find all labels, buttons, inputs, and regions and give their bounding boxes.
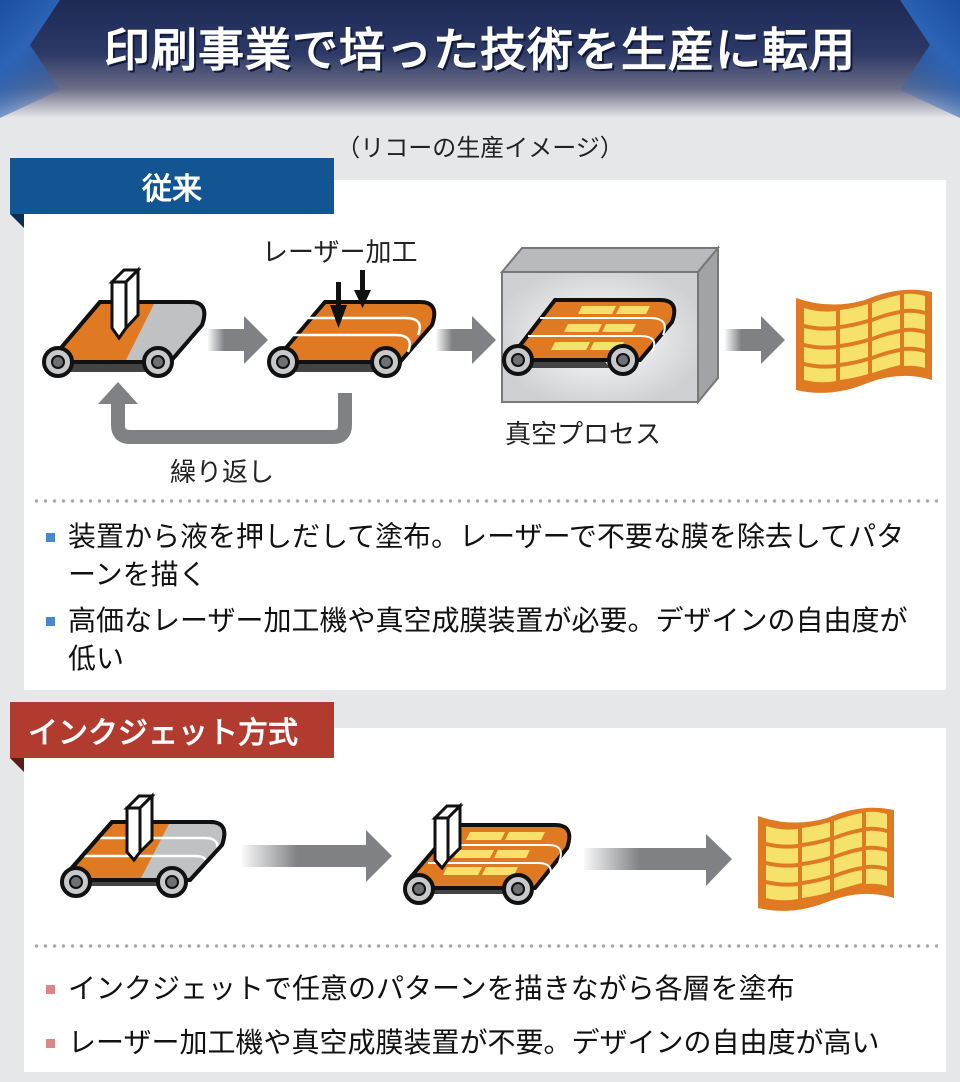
bullet-square-icon <box>46 617 55 626</box>
dotted-divider <box>32 499 938 503</box>
header-banner: 印刷事業で培った技術を生産に転用 <box>0 0 960 118</box>
arrow-icon <box>725 316 785 364</box>
page-title: 印刷事業で培った技術を生産に転用 <box>104 23 856 77</box>
arrow-icon <box>436 316 496 364</box>
conveyor-inkjet-patterned <box>403 802 572 905</box>
arrow-icon <box>208 316 268 364</box>
laser-arrow-icon <box>330 270 371 328</box>
vacuum-label: 真空プロセス <box>505 420 662 450</box>
arrow-icon <box>584 834 732 886</box>
bullet-item: 装置から液を押しだして塗布。レーザーで不要な膜を除去してパターンを描く <box>44 518 924 594</box>
bullet-item: 高価なレーザー加工機や真空成膜装置が必要。デザインの自由度が低い <box>44 602 924 678</box>
inkjet-head-icon <box>123 792 156 863</box>
dotted-divider <box>32 944 938 948</box>
coating-head-icon <box>108 266 142 341</box>
conventional-bullets: 装置から液を押しだして塗布。レーザーで不要な膜を除去してパターンを描く 高価なレ… <box>44 518 924 686</box>
bullet-item: インクジェットで任意のパターンを描きながら各層を塗布 <box>44 970 924 1008</box>
product-sheet-icon <box>796 289 932 393</box>
subtitle: （リコーの生産イメージ） <box>336 134 624 162</box>
vacuum-chamber <box>499 245 721 405</box>
arrow-icon <box>242 830 392 882</box>
section-label: 従来 <box>142 172 202 207</box>
laser-label: レーザー加工 <box>262 238 418 268</box>
section-label: インクジェット方式 <box>28 716 298 751</box>
repeat-arrow-icon <box>98 382 352 444</box>
inkjet-bullets: インクジェットで任意のパターンを描きながら各層を塗布 レーザー加工機や真空成膜装… <box>44 970 924 1070</box>
section-tag-inkjet: インクジェット方式 <box>10 702 334 772</box>
repeat-label: 繰り返し <box>170 458 275 488</box>
inkjet-head-icon <box>431 802 464 871</box>
bullet-item: レーザー加工機や真空成膜装置が不要。デザインの自由度が高い <box>44 1024 924 1062</box>
bullet-square-icon <box>46 533 55 542</box>
conveyor-inkjet-start <box>60 792 227 898</box>
product-sheet-icon <box>758 807 894 911</box>
bullet-square-icon <box>46 1039 55 1048</box>
conveyor-laser <box>267 270 437 378</box>
bullet-square-icon <box>46 985 55 994</box>
section-tag-conventional: 従来 <box>10 158 334 228</box>
conveyor-coating <box>42 266 207 378</box>
